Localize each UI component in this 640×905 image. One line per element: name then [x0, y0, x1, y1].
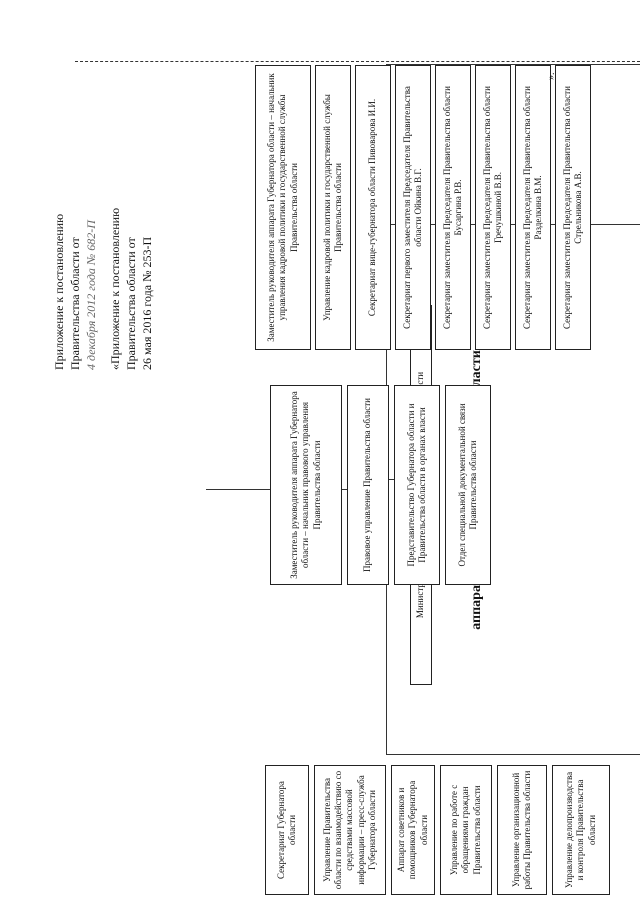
right-box-6: Секретариат заместителя Председателя Пра…: [475, 65, 511, 350]
middle-box-legal-dept: Правовое управление Правительства област…: [347, 385, 389, 585]
left-box-5: Управление организационной работы Правит…: [497, 765, 547, 895]
left-box-2: Управление Правительства области по взаи…: [314, 765, 386, 895]
middle-box-representation: Представительство Губернатора области и …: [394, 385, 440, 585]
left-box-1: Секретариат Губернатора области: [265, 765, 309, 895]
right-box-4: Секретариат первого заместителя Председа…: [395, 65, 431, 350]
left-box-6: Управление делопроизводства и контроля П…: [552, 765, 610, 895]
header-line-6: 26 мая 2016 года № 253-П: [140, 236, 154, 370]
middle-box-deputy-legal: Заместитель руководителя аппарата Губерн…: [270, 385, 342, 585]
header-handwritten-date: 4 декабря 2012 года № 682-П: [84, 220, 98, 370]
header-line-1: Приложение к постановлению: [52, 213, 66, 370]
closing-quote-mark: ».: [546, 72, 557, 81]
header-line-4: «Приложение к постановлению: [108, 207, 122, 370]
right-box-8: Секретариат заместителя Председателя Пра…: [555, 65, 591, 350]
right-box-7: Секретариат заместителя Председателя Пра…: [515, 65, 551, 350]
middle-box-special-comm: Отдел специальной документальной связи П…: [445, 385, 491, 585]
connector-left-spine: [386, 754, 640, 755]
connector-dashed-vertical: [75, 61, 640, 62]
header-line-2: Правительства области от: [68, 237, 82, 370]
right-box-1: Заместитель руководителя аппарата Губерн…: [255, 65, 311, 350]
right-box-5: Секретариат заместителя Председателя Пра…: [435, 65, 471, 350]
right-box-3: Секретариат вице-губернатора области Пив…: [355, 65, 391, 350]
left-box-3: Аппарат советников и помощников Губернат…: [391, 765, 435, 895]
header-line-5: Правительства области от: [124, 237, 138, 370]
right-box-2: Управление кадровой политики и государст…: [315, 65, 351, 350]
left-box-4: Управление по работе с обращениями гражд…: [440, 765, 492, 895]
